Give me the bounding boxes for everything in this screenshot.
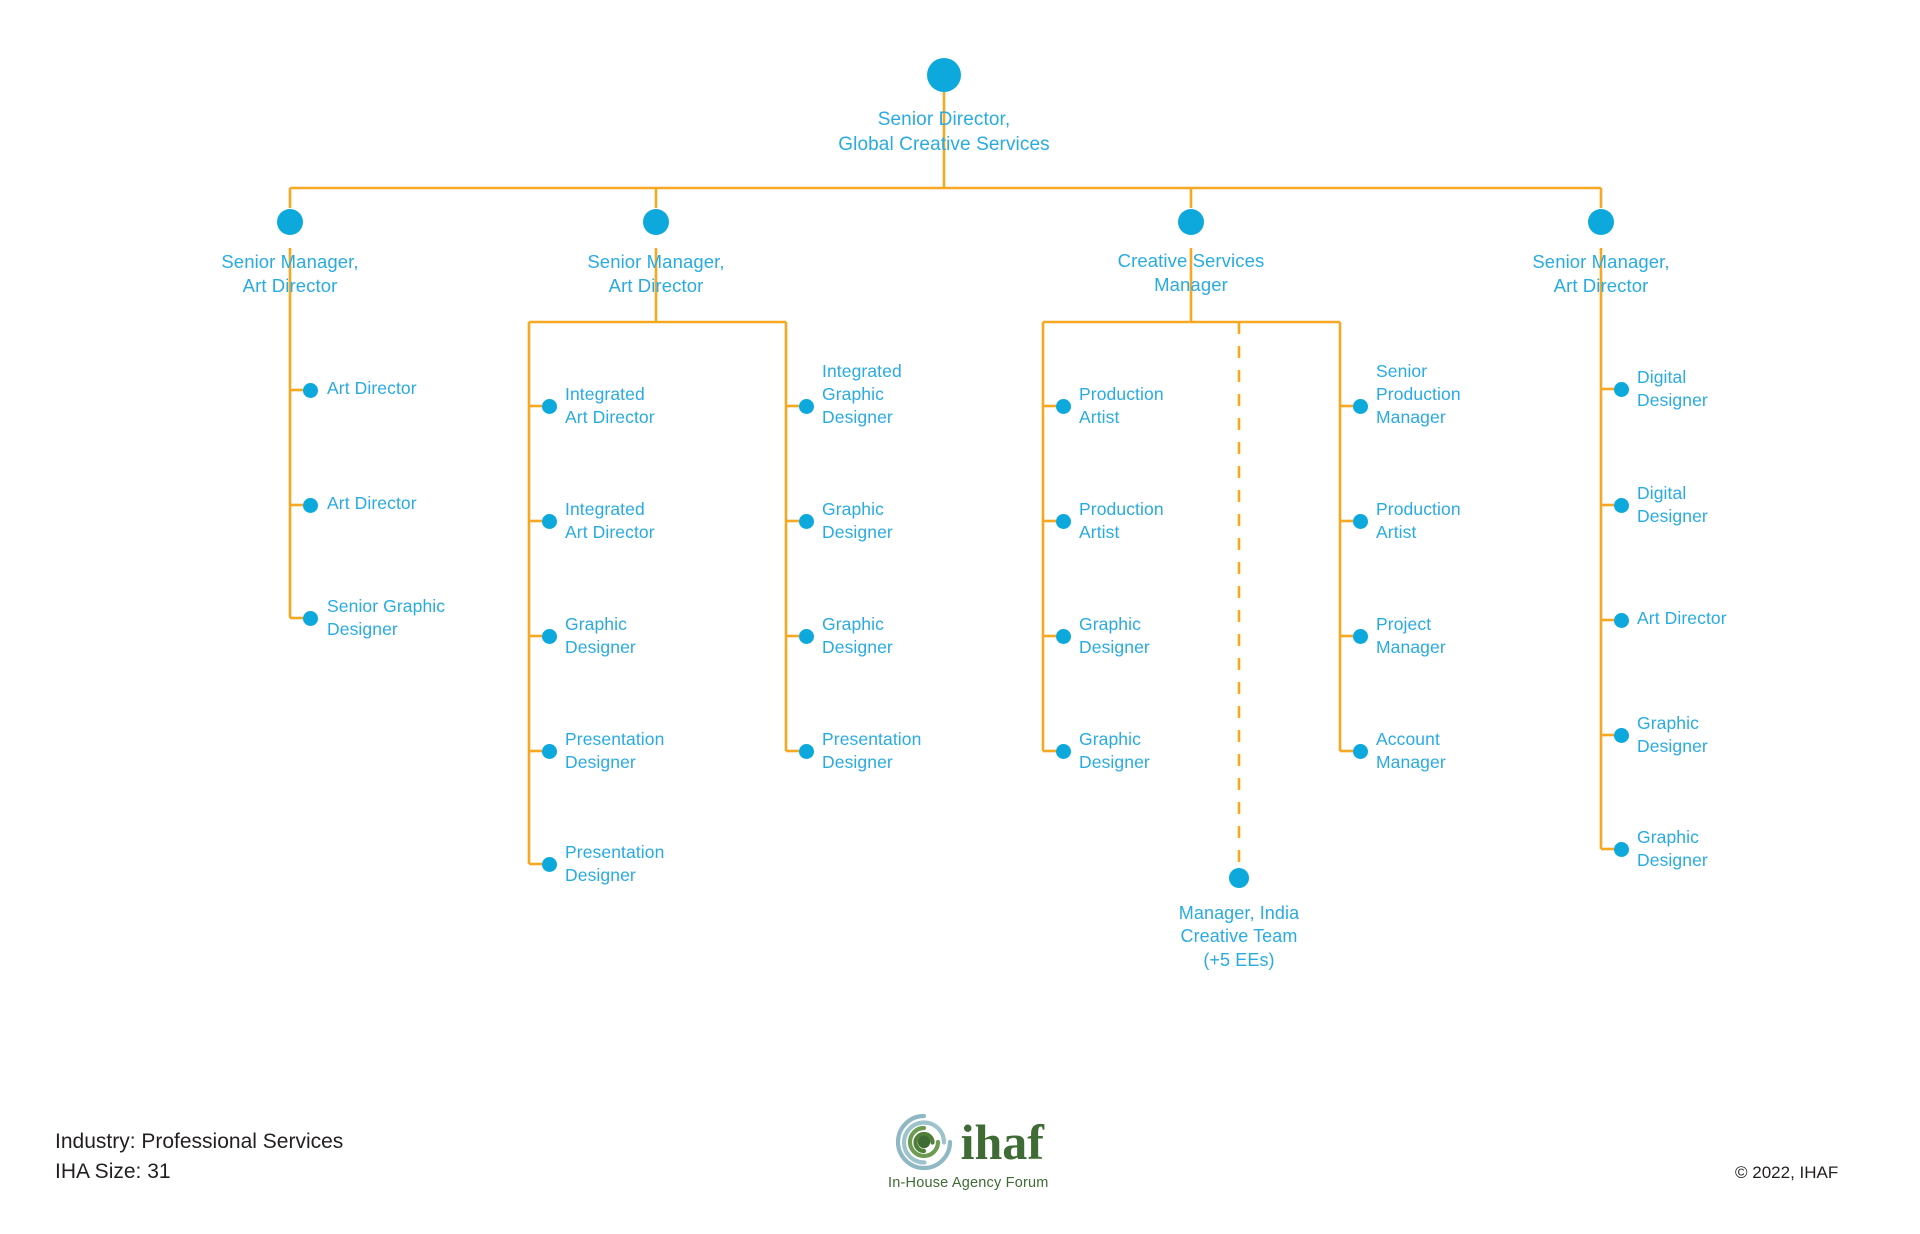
- leaf-label: Presentation Designer: [822, 729, 922, 772]
- ihaf-subtitle: In-House Agency Forum: [888, 1175, 1049, 1191]
- leaf-dot[interactable]: [1614, 382, 1629, 397]
- copyright-text: © 2022, IHAF: [1735, 1163, 1839, 1182]
- leaf-dot[interactable]: [542, 857, 557, 872]
- branch-3-label: Creative Services Manager: [1117, 250, 1265, 296]
- leaf-label: Art Director: [327, 493, 417, 513]
- ihaf-logo: ihaf In-House Agency Forum: [888, 1113, 1049, 1191]
- leaf-label: Graphic Designer: [565, 614, 636, 657]
- branch-1-dot[interactable]: [277, 209, 303, 235]
- leaf-dot[interactable]: [542, 399, 557, 414]
- leaf-dot[interactable]: [1353, 399, 1368, 414]
- leaf-dot[interactable]: [1614, 498, 1629, 513]
- leaf-label: Graphic Designer: [822, 499, 893, 542]
- leaf-dot[interactable]: [799, 399, 814, 414]
- leaf-label: Senior Production Manager: [1376, 361, 1461, 427]
- leaf-label: Integrated Graphic Designer: [822, 361, 902, 427]
- leaf-label: Integrated Art Director: [565, 499, 655, 542]
- leaf-label: Presentation Designer: [565, 842, 665, 885]
- leaf-label: Art Director: [1637, 608, 1727, 628]
- leaf-dot[interactable]: [303, 498, 318, 513]
- leaf-dot[interactable]: [1353, 514, 1368, 529]
- ihaf-swirl-icon: [895, 1113, 952, 1171]
- leaf-label: Account Manager: [1376, 729, 1446, 772]
- leaf-dot[interactable]: [303, 611, 318, 626]
- leaf-label: Art Director: [327, 378, 417, 398]
- leaf-label: Graphic Designer: [1079, 614, 1150, 657]
- leaf-label: Graphic Designer: [1079, 729, 1150, 772]
- leaf-label: Graphic Designer: [822, 614, 893, 657]
- leaf-dot[interactable]: [303, 383, 318, 398]
- leaf-label: Project Manager: [1376, 614, 1446, 657]
- leaf-dot[interactable]: [1056, 629, 1071, 644]
- ihaf-wordmark: ihaf: [960, 1114, 1044, 1170]
- leaf-label: Digital Designer: [1637, 483, 1708, 526]
- leaf-dot[interactable]: [1056, 399, 1071, 414]
- leaf-dot[interactable]: [1614, 613, 1629, 628]
- branch-2-label: Senior Manager, Art Director: [587, 251, 725, 297]
- leaf-dot[interactable]: [1056, 514, 1071, 529]
- leaf-dot[interactable]: [542, 629, 557, 644]
- leaf-label: Integrated Art Director: [565, 384, 655, 427]
- branch-4-label: Senior Manager, Art Director: [1532, 251, 1670, 297]
- leaf-label: Graphic Designer: [1637, 713, 1708, 756]
- footer-info: Industry: Professional Services IHA Size…: [55, 1130, 344, 1184]
- leaf-dot[interactable]: [542, 514, 557, 529]
- root-node-dot[interactable]: [927, 58, 961, 92]
- india-manager-label: Manager, India Creative Team (+5 EEs): [1178, 903, 1300, 970]
- india-manager-dot[interactable]: [1229, 868, 1249, 888]
- leaf-label: Production Artist: [1376, 499, 1461, 542]
- leaf-label: Production Artist: [1079, 499, 1164, 542]
- leaf-dot[interactable]: [1056, 744, 1071, 759]
- root-node-label: Senior Director, Global Creative Service…: [838, 109, 1050, 155]
- leaf-label: Senior Graphic Designer: [327, 596, 446, 639]
- leaf-dot[interactable]: [1614, 842, 1629, 857]
- leaf-dot[interactable]: [799, 514, 814, 529]
- leaf-dot[interactable]: [799, 629, 814, 644]
- leaf-dot[interactable]: [799, 744, 814, 759]
- leaf-label: Graphic Designer: [1637, 827, 1708, 870]
- ihaf-center-dot: [917, 1135, 930, 1149]
- leaf-label: Digital Designer: [1637, 367, 1708, 410]
- branch-1-label: Senior Manager, Art Director: [221, 251, 359, 297]
- leaf-dot[interactable]: [1353, 744, 1368, 759]
- branch-4-dot[interactable]: [1588, 209, 1614, 235]
- leaf-label: Presentation Designer: [565, 729, 665, 772]
- leaf-dot[interactable]: [542, 744, 557, 759]
- leaf-label: Production Artist: [1079, 384, 1164, 427]
- logo-row: ihaf: [893, 1113, 1044, 1171]
- branch-3-dot[interactable]: [1178, 209, 1204, 235]
- leaf-dot[interactable]: [1353, 629, 1368, 644]
- branch-2-dot[interactable]: [643, 209, 669, 235]
- leaf-dot[interactable]: [1614, 728, 1629, 743]
